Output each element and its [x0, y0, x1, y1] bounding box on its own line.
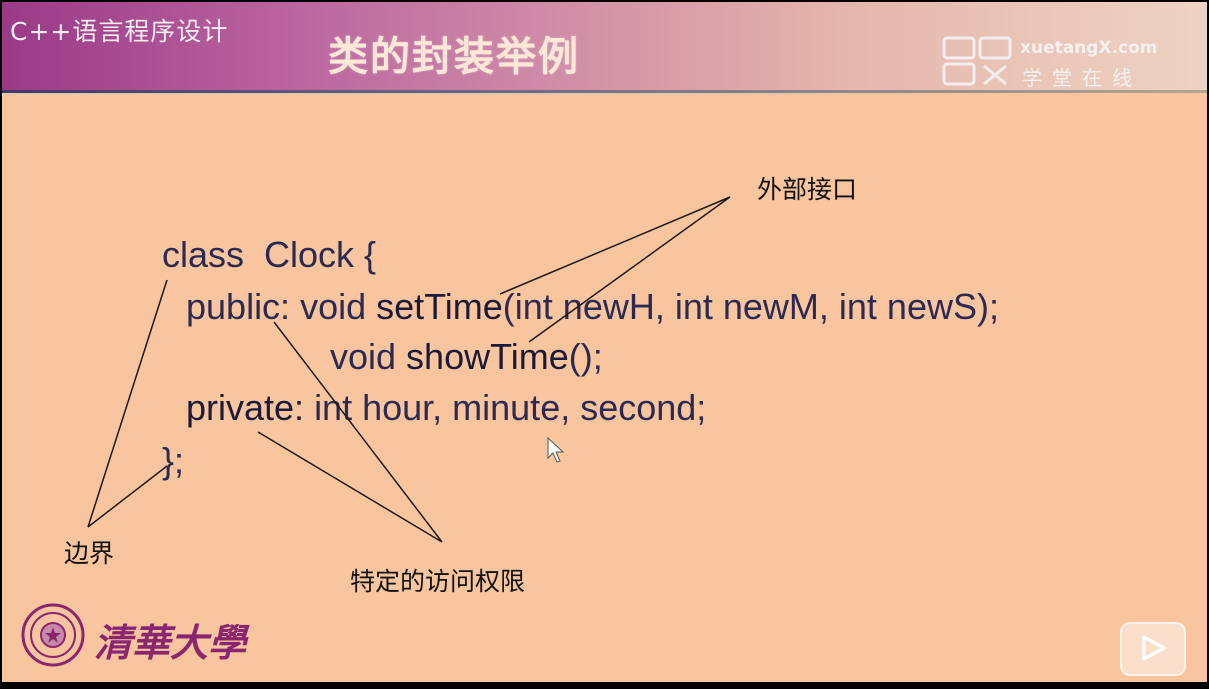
player-bottom-bar: [0, 682, 1209, 689]
play-icon: [1142, 635, 1166, 661]
label-external-interface: 外部接口: [757, 175, 858, 204]
header-divider: [2, 90, 1207, 93]
tsinghua-seal-icon: [21, 603, 85, 667]
private-keyword: private:: [186, 387, 315, 428]
xuetangx-logo: xuetangX.com 学堂在线: [940, 30, 1165, 90]
showtime-params: ();: [568, 336, 603, 377]
logo-text-en: xuetangX.com: [1020, 38, 1158, 58]
university-name: 清華大學: [94, 620, 247, 665]
code-line-class: class Clock {: [162, 234, 377, 275]
xuetangx-logo-icon: [942, 36, 1012, 86]
logo-text-cn: 学堂在线: [1022, 66, 1142, 90]
public-keyword: public: void: [186, 286, 377, 327]
settime-params: (int newH, int newM, int newS);: [502, 286, 999, 327]
void-keyword: void: [330, 336, 407, 377]
code-line-close: };: [162, 440, 185, 481]
play-button[interactable]: [1120, 622, 1186, 676]
code-line-private: private: int hour, minute, second;: [186, 387, 706, 429]
course-title: C++语言程序设计: [10, 17, 229, 46]
code-line-public: public: void setTime(int newH, int newM,…: [186, 286, 999, 328]
private-members: int hour, minute, second;: [314, 387, 707, 428]
slide-header: C++语言程序设计 类的封装举例 xuetangX.com 学堂在线: [2, 2, 1207, 90]
cursor-icon: [547, 436, 565, 463]
showtime-method: showTime: [406, 336, 569, 377]
tsinghua-logo: 清華大學: [20, 602, 246, 672]
label-access-rights: 特定的访问权限: [350, 567, 526, 596]
settime-method: setTime: [376, 286, 503, 327]
label-boundary: 边界: [64, 539, 115, 568]
slide-title: 类的封装举例: [328, 34, 580, 80]
code-line-showtime: void showTime();: [330, 336, 603, 378]
